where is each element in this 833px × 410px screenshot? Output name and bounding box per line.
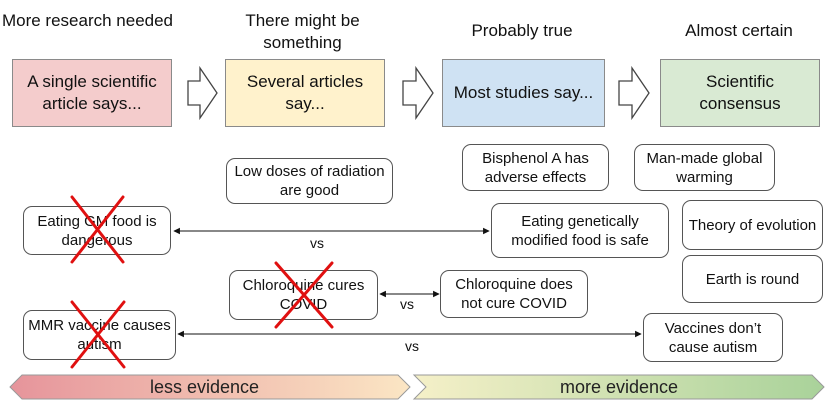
claim-chloroquine-cures-text: Chloroquine cures COVID bbox=[242, 277, 365, 313]
claim-earth-round: Earth is round bbox=[682, 255, 823, 303]
stage-most-studies: Most studies say... bbox=[442, 59, 605, 127]
header-there-might-be-something: There might be something bbox=[245, 11, 360, 52]
stage-single-article: A single scientific article says... bbox=[12, 59, 172, 127]
claim-gm-safe-text: Eating genetically modified food is safe bbox=[511, 212, 649, 249]
header-probably-true: Probably true bbox=[471, 21, 573, 40]
stage-scientific-consensus: Scientific consensus bbox=[660, 59, 820, 127]
claim-low-radiation: Low doses of radiation are good bbox=[226, 158, 393, 204]
header-more-research-needed: More research needed bbox=[1, 11, 174, 30]
claim-global-warming: Man-made global warming bbox=[634, 144, 775, 191]
claim-bisphenol: Bisphenol A has adverse effects bbox=[462, 144, 609, 191]
stage-arrow-1 bbox=[187, 65, 218, 121]
claim-gm-dangerous: Eating GM food is dangerous bbox=[23, 206, 171, 255]
claim-vaccines-no-autism: Vaccines don’t cause autism bbox=[643, 313, 783, 362]
claim-bisphenol-text: Bisphenol A has adverse effects bbox=[482, 149, 589, 186]
stage-scientific-consensus-label: Scientific consensus bbox=[699, 72, 781, 113]
claim-chloroquine-not-text: Chloroquine does not cure COVID bbox=[455, 276, 573, 312]
claim-gm-dangerous-text: Eating GM food is dangerous bbox=[37, 212, 157, 249]
claim-chloroquine-cures: Chloroquine cures COVID bbox=[229, 270, 378, 320]
stage-single-article-label: A single scientific article says... bbox=[27, 72, 157, 113]
claim-low-radiation-text: Low doses of radiation are good bbox=[234, 163, 385, 199]
stage-most-studies-label: Most studies say... bbox=[453, 83, 594, 102]
claim-global-warming-text: Man-made global warming bbox=[646, 149, 763, 186]
stage-several-articles: Several articles say... bbox=[225, 59, 385, 127]
stage-several-articles-label: Several articles say... bbox=[246, 72, 364, 113]
evidence-bar-right-label: more evidence bbox=[560, 377, 679, 397]
stage-arrow-2 bbox=[402, 65, 434, 121]
claim-mmr-autism: MMR vaccine causes autism bbox=[23, 310, 176, 360]
header-almost-certain: Almost certain bbox=[685, 21, 793, 40]
vs-label-vaccine: vs bbox=[405, 338, 419, 354]
claim-vaccines-no-autism-text: Vaccines don’t cause autism bbox=[664, 319, 762, 356]
claim-chloroquine-not: Chloroquine does not cure COVID bbox=[440, 270, 588, 318]
claim-gm-safe: Eating genetically modified food is safe bbox=[491, 203, 669, 258]
claim-evolution: Theory of evolution bbox=[682, 200, 823, 250]
vs-label-chloroquine: vs bbox=[400, 296, 414, 312]
claim-earth-round-text: Earth is round bbox=[705, 270, 800, 288]
claim-mmr-autism-text: MMR vaccine causes autism bbox=[28, 317, 171, 353]
vs-label-gm: vs bbox=[310, 235, 324, 251]
stage-arrow-3 bbox=[618, 65, 650, 121]
evidence-bar-left-label: less evidence bbox=[150, 377, 260, 397]
claim-evolution-text: Theory of evolution bbox=[688, 216, 817, 234]
